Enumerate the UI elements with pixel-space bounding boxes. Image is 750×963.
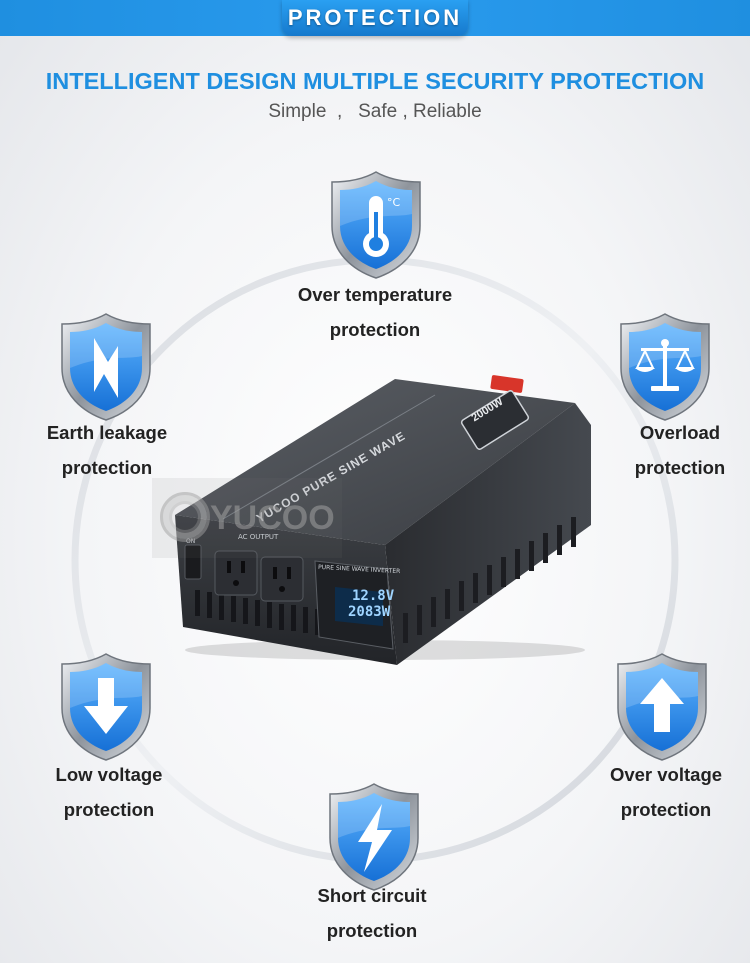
banner-title: PROTECTION <box>287 5 463 30</box>
switch-label: ON <box>186 538 196 545</box>
arrow-down-icon <box>56 650 156 764</box>
lightning-icon <box>324 780 424 894</box>
inverter-product-image <box>175 375 591 665</box>
watermark-text: YUCOO <box>210 498 335 537</box>
headline: INTELLIGENT DESIGN MULTIPLE SECURITY PRO… <box>45 68 705 94</box>
watermark-logo-icon <box>160 492 210 542</box>
feature-over-voltage-label: Over voltage protection <box>609 764 723 820</box>
subline: Simple , Safe , Reliable <box>268 101 482 122</box>
feature-short-circuit-label: Short circuit protection <box>317 885 427 941</box>
feature-over-temperature-label: Over temperature protection <box>297 284 453 340</box>
arrow-up-icon <box>612 650 712 764</box>
feature-earth-leakage-label: Earth leakage protection <box>46 422 168 478</box>
display-voltage: 12.8V <box>352 588 395 604</box>
feature-low-voltage-label: Low voltage protection <box>55 764 163 820</box>
earth-leakage-icon <box>56 310 156 424</box>
display-watts: 2083W <box>348 604 391 620</box>
balance-scale-icon <box>615 310 715 424</box>
svg-text:°C: °C <box>387 196 401 209</box>
thermometer-icon: °C <box>326 168 426 282</box>
watermark: YUCOO <box>152 478 342 558</box>
ac-output-label: AC OUTPUT <box>238 533 279 541</box>
feature-overload-label: Overload protection <box>634 422 726 478</box>
banner-tab: PROTECTION <box>282 0 468 36</box>
